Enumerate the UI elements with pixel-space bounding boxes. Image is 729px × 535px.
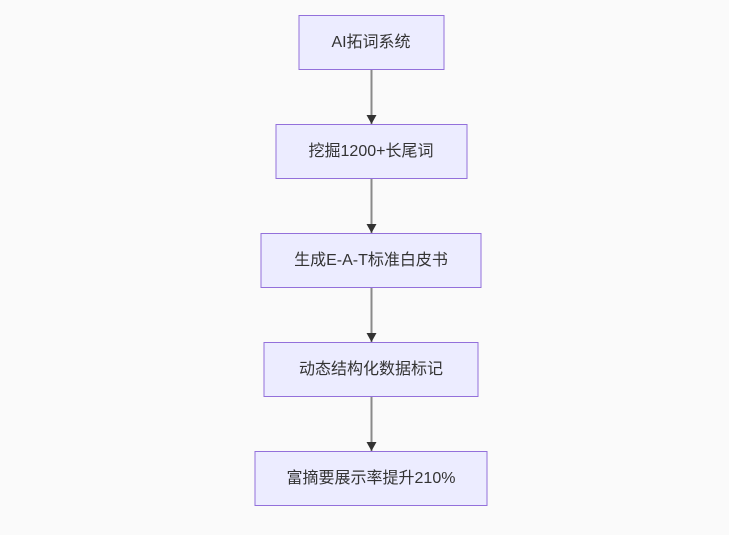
flow-arrow-down-4 [370,397,372,451]
node-dynamic-structured-data-markup: 动态结构化数据标记 [263,342,479,397]
node-label: 动态结构化数据标记 [298,360,443,378]
node-label: AI拓词系统 [331,33,411,51]
node-label: 生成E-A-T标准白皮书 [294,251,448,269]
flow-arrow-down-1 [370,70,372,124]
node-ai-word-expansion-system: AI拓词系统 [298,15,444,70]
flow-arrow-down-3 [370,288,372,342]
node-label: 富摘要展示率提升210% [286,469,456,487]
node-label: 挖掘1200+长尾词 [308,142,434,160]
flow-arrow-down-2 [370,179,372,233]
node-rich-snippet-rate-increase: 富摘要展示率提升210% [254,451,488,506]
node-eat-standard-whitepaper: 生成E-A-T标准白皮书 [260,233,482,288]
flowchart: AI拓词系统 挖掘1200+长尾词 生成E-A-T标准白皮书 动态结构化数据标记… [254,15,488,506]
node-longtail-keyword-mining: 挖掘1200+长尾词 [275,124,467,179]
